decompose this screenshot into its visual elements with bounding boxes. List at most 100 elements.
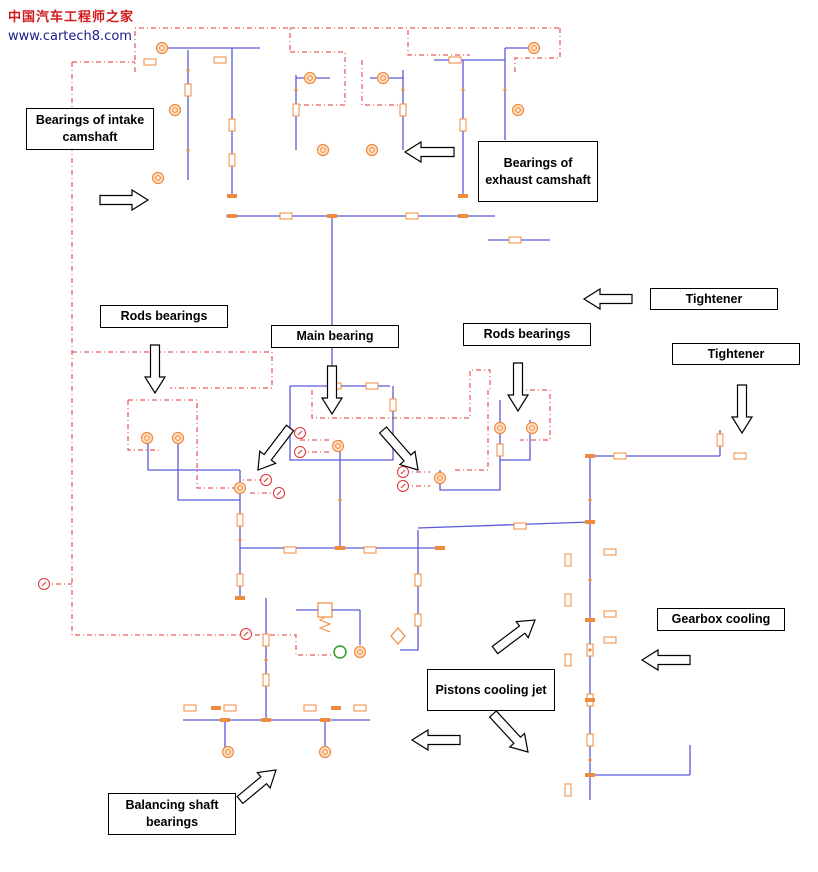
oil-pipe [147, 440, 240, 471]
restrictor-icon [414, 573, 422, 587]
restrictor-icon [262, 673, 270, 687]
bearing-node-icon [151, 171, 165, 185]
bearing-node-icon [168, 103, 182, 117]
restrictor-icon [405, 212, 419, 220]
hollow-arrow-icon [410, 728, 461, 752]
label-exhaust-camshaft: Bearings of exhaust camshaft [478, 141, 598, 202]
restrictor-icon [513, 522, 527, 530]
restrictor-icon [459, 118, 467, 132]
bearing-node-icon [437, 475, 443, 481]
signal-line [518, 389, 551, 441]
restrictor-icon [213, 56, 227, 64]
junction-icon [585, 698, 595, 702]
junction-icon [264, 658, 268, 662]
restrictor-icon [236, 513, 244, 527]
watermark-site-name: 中国汽车工程师之家 [8, 10, 135, 25]
junction-icon [186, 148, 190, 152]
bearing-node-icon [172, 107, 178, 113]
junction-icon [401, 88, 405, 92]
junction-icon [294, 88, 298, 92]
restrictor-icon [228, 153, 236, 167]
restrictor-icon [716, 433, 724, 447]
bearing-node-icon [233, 481, 247, 495]
bearing-node-icon [357, 649, 363, 655]
label-gearbox-cooling: Gearbox cooling [657, 608, 785, 631]
label-tightener-upper: Tightener [650, 288, 778, 310]
bearing-node-icon [515, 107, 521, 113]
label-balancing-shaft-text: Balancing shaft bearings [125, 798, 219, 829]
junction-icon [503, 88, 507, 92]
reservoir-icon [317, 602, 333, 618]
label-pistons-cooling-jet: Pistons cooling jet [427, 669, 555, 711]
junction-icon [335, 546, 345, 550]
hollow-arrow-icon [730, 384, 754, 435]
restrictor-icon [448, 56, 462, 64]
signal-circle-icon [297, 449, 303, 455]
junction-icon [588, 578, 592, 582]
hollow-arrow-icon [143, 344, 167, 395]
bearing-node-icon [237, 485, 243, 491]
label-main-bearing-text: Main bearing [296, 329, 374, 343]
restrictor-icon [283, 546, 297, 554]
signal-line [134, 27, 291, 72]
restrictor-icon [228, 118, 236, 132]
bearing-node-icon [318, 745, 332, 759]
label-tightener-upper-text: Tightener [685, 291, 743, 306]
hollow-arrow-icon [320, 365, 344, 416]
label-exhaust-camshaft-text: Bearings of exhaust camshaft [485, 155, 591, 187]
label-rods-bearings-left-text: Rods bearings [120, 309, 208, 323]
restrictor-icon [353, 704, 367, 712]
hollow-arrow-icon [99, 188, 150, 212]
bearing-node-icon [365, 143, 379, 157]
restrictor-icon [564, 653, 572, 667]
oil-pipe [400, 530, 419, 651]
restrictor-icon [143, 58, 157, 66]
signal-line [290, 51, 346, 106]
junction-icon [238, 538, 242, 542]
restrictor-icon [613, 452, 627, 460]
restrictor-icon [365, 382, 379, 390]
junction-icon [585, 454, 595, 458]
bearing-node-icon [331, 439, 345, 453]
signal-line [71, 62, 266, 636]
restrictor-icon [183, 704, 197, 712]
spring-icon [318, 616, 332, 633]
signal-line [407, 30, 470, 56]
bearing-node-icon [144, 435, 150, 441]
label-intake-camshaft-text: Bearings of intake camshaft [35, 113, 145, 144]
junction-icon [461, 88, 465, 92]
signal-circle-icon [41, 581, 47, 587]
restrictor-icon [363, 546, 377, 554]
restrictor-icon [603, 636, 617, 644]
hollow-arrow-icon [236, 769, 277, 805]
bearing-node-icon [511, 103, 525, 117]
bearing-node-icon [376, 71, 390, 85]
oil-pipe [439, 400, 501, 491]
oil-pipe [177, 440, 240, 501]
watermark: 中国汽车工程师之家 www.cartech8.com [8, 6, 158, 44]
pump-icon [333, 645, 347, 659]
bearing-node-icon [225, 749, 231, 755]
bearing-node-icon [316, 143, 330, 157]
restrictor-icon [292, 103, 300, 117]
bearing-node-icon [155, 175, 161, 181]
bearing-node-icon [529, 425, 535, 431]
restrictor-icon [279, 212, 293, 220]
junction-icon [186, 68, 190, 72]
restrictor-icon [586, 733, 594, 747]
restrictor-icon [564, 553, 572, 567]
restrictor-icon [414, 613, 422, 627]
bearing-node-icon [353, 645, 367, 659]
label-tightener-lower-text: Tightener [707, 346, 765, 361]
label-main-bearing: Main bearing [271, 325, 399, 348]
bearing-node-icon [527, 41, 541, 55]
bearing-node-icon [531, 45, 537, 51]
signal-line [72, 351, 273, 389]
signal-circle-icon [243, 631, 249, 637]
junction-icon [588, 498, 592, 502]
restrictor-icon [564, 783, 572, 797]
restrictor-icon [262, 633, 270, 647]
signal-line [311, 369, 491, 419]
bearing-node-icon [221, 745, 235, 759]
bearing-node-icon [320, 147, 326, 153]
